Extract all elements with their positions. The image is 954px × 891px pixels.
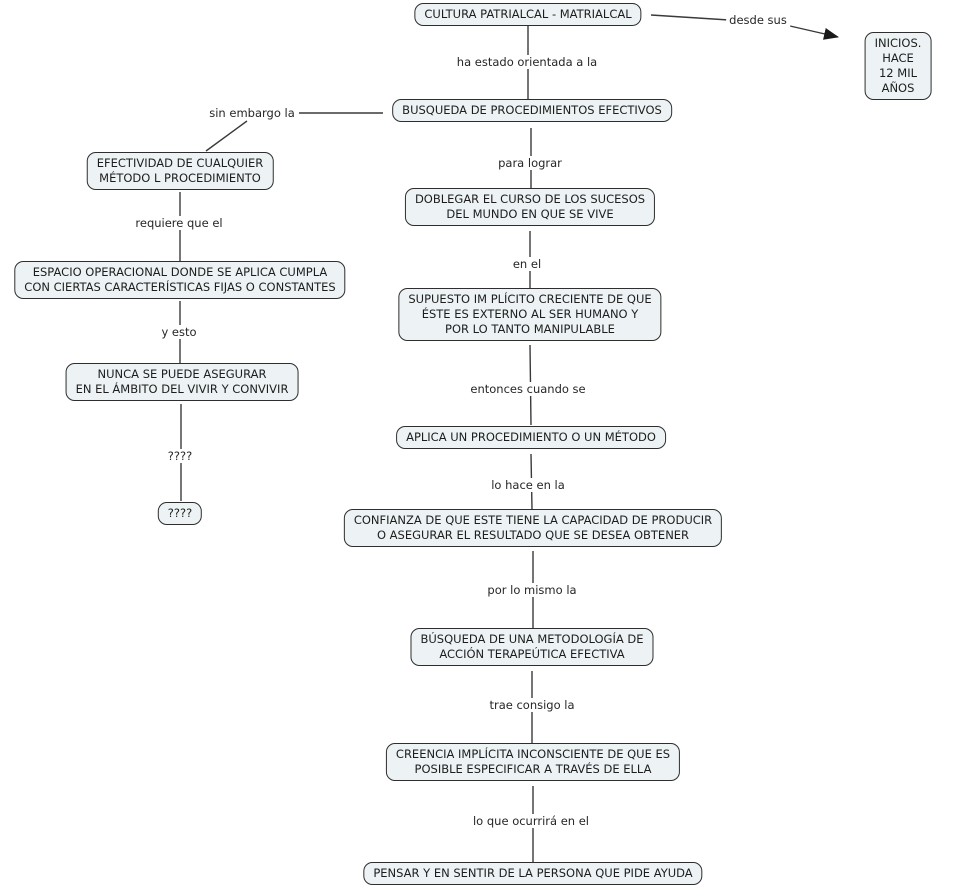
node-confianza-capacidad[interactable]: CONFIANZA DE QUE ESTE TIENE LA CAPACIDAD… [343,509,723,547]
node-inicios-12-mil-anos[interactable]: INICIOS. HACE 12 MIL AÑOS [864,32,932,100]
link-label-sin-embargo[interactable]: sin embargo la [206,106,298,120]
link-label-y-esto[interactable]: y esto [158,325,200,339]
node-nunca-asegurar[interactable]: NUNCA SE PUEDE ASEGURAR EN EL ÁMBITO DEL… [65,363,299,401]
node-doblegar-curso[interactable]: DOBLEGAR EL CURSO DE LOS SUCESOS DEL MUN… [404,188,656,226]
node-busqueda-procedimientos[interactable]: BUSQUEDA DE PROCEDIMIENTOS EFECTIVOS [392,99,672,122]
node-aplica-procedimiento[interactable]: APLICA UN PROCEDIMIENTO O UN MÉTODO [396,426,666,449]
connector [650,14,730,21]
node-interrogantes[interactable]: ???? [157,502,203,525]
link-label-requiere[interactable]: requiere que el [132,216,226,230]
node-pensar-sentir[interactable]: PENSAR Y EN SENTIR DE LA PERSONA QUE PID… [363,862,703,885]
link-label-trae-consigo[interactable]: trae consigo la [486,698,578,712]
node-espacio-operacional[interactable]: ESPACIO OPERACIONAL DONDE SE APLICA CUMP… [14,261,346,299]
link-label-interrogante[interactable]: ???? [164,449,196,463]
link-label-lo-que-ocurrira[interactable]: lo que ocurrirá en el [469,814,593,828]
node-creencia-implicita[interactable]: CREENCIA IMPLÍCITA INCONSCIENTE DE QUE E… [385,743,681,781]
node-efectividad-metodo[interactable]: EFECTIVIDAD DE CUALQUIER MÉTODO L PROCED… [86,152,274,190]
node-busqueda-metodologia[interactable]: BÚSQUEDA DE UNA METODOLOGÍA DE ACCIÓN TE… [410,628,654,666]
link-label-ha-estado[interactable]: ha estado orientada a la [453,55,601,69]
link-label-desde-sus[interactable]: desde sus [726,13,790,27]
connector-arrow [789,25,839,40]
link-label-por-lo-mismo[interactable]: por lo mismo la [484,583,580,597]
link-label-para-lograr[interactable]: para lograr [495,156,565,170]
connector [205,120,248,152]
node-supuesto-implicito[interactable]: SUPUESTO IM PLÍCITO CRECIENTE DE QUE ÉST… [398,288,662,341]
link-label-lo-hace[interactable]: lo hace en la [488,478,568,492]
node-cultura-patrialcal[interactable]: CULTURA PATRIALCAL - MATRIALCAL [414,3,642,26]
link-label-en-el[interactable]: en el [509,257,545,271]
link-label-entonces[interactable]: entonces cuando se [467,382,589,396]
